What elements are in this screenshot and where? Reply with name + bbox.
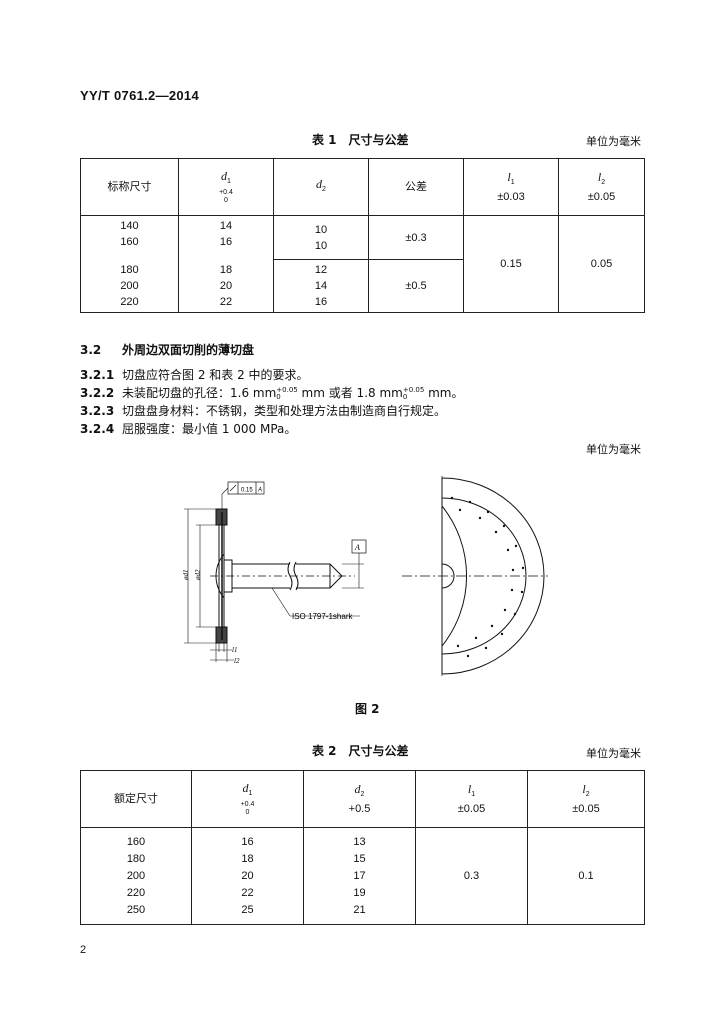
front-view — [402, 476, 548, 676]
table1-tol-group1: ±0.3 — [368, 215, 464, 260]
table2-caption: 表 2 尺寸与公差 — [312, 744, 409, 758]
flatness-datum: A — [257, 488, 262, 494]
table1-header-l1: l1 ±0.03 — [463, 158, 559, 216]
dim-d1-label: ød1 — [182, 570, 190, 582]
side-view — [184, 481, 367, 662]
table2-header-rated: 额定尺寸 — [80, 770, 192, 828]
table1-unit: 单位为毫米 — [586, 135, 641, 148]
dim-d2-label: ød2 — [194, 569, 202, 581]
flatness-value: 0.15 — [241, 488, 253, 494]
page-number: 2 — [80, 944, 87, 956]
table1-header-nominal: 标称尺寸 — [80, 158, 179, 216]
table2-header-l2: l2 ±0.05 — [527, 770, 645, 828]
table1: 标称尺寸 d1 +0.4 0 d2 公差 l1 ±0.03 l2 ±0.05 1… — [80, 158, 645, 313]
callout-label: ISO 1797-1shark — [292, 612, 353, 621]
table1-tol-group2: ±0.5 — [368, 259, 464, 313]
table1-l1-value: 0.15 — [463, 215, 559, 313]
figure-caption: 图 2 — [355, 702, 380, 716]
table1-caption: 表 1 尺寸与公差 — [312, 133, 409, 147]
table1-header-row: 标称尺寸 d1 +0.4 0 d2 公差 l1 ±0.03 l2 ±0.05 — [80, 158, 645, 216]
table2-unit: 单位为毫米 — [586, 747, 641, 760]
table2-l2-value: 0.1 — [527, 827, 645, 925]
table2-header-row: 额定尺寸 d1 +0.4 0 d2 +0.5 l1 ±0.05 l2 ±0.05 — [80, 770, 645, 828]
dim-l2-label: l2 — [234, 657, 240, 665]
table2-header-l1: l1 ±0.05 — [415, 770, 528, 828]
table1-l2-value: 0.05 — [558, 215, 645, 313]
figure-2-drawing: 0.15 A A ISO 1797-1shark ød1 ød2 l1 l2 — [182, 476, 548, 676]
datum-label: A — [354, 543, 360, 552]
front-view-holes — [450, 496, 525, 658]
table2: 额定尺寸 d1 +0.4 0 d2 +0.5 l1 ±0.05 l2 ±0.05… — [80, 770, 645, 925]
table1-header-tolerance: 公差 — [368, 158, 464, 216]
table2-header-d2: d2 +0.5 — [303, 770, 416, 828]
table1-header-d1: d1 +0.4 0 — [178, 158, 274, 216]
table1-header-l2: l2 ±0.05 — [558, 158, 645, 216]
dim-l1-label: l1 — [232, 646, 237, 654]
table1-header-d2: d2 — [273, 158, 369, 216]
table2-l1-value: 0.3 — [415, 827, 528, 925]
section-unit: 单位为毫米 — [586, 443, 641, 456]
table2-header-d1: d1 +0.4 0 — [191, 770, 304, 828]
standard-number: YY/T 0761.2—2014 — [80, 88, 199, 103]
